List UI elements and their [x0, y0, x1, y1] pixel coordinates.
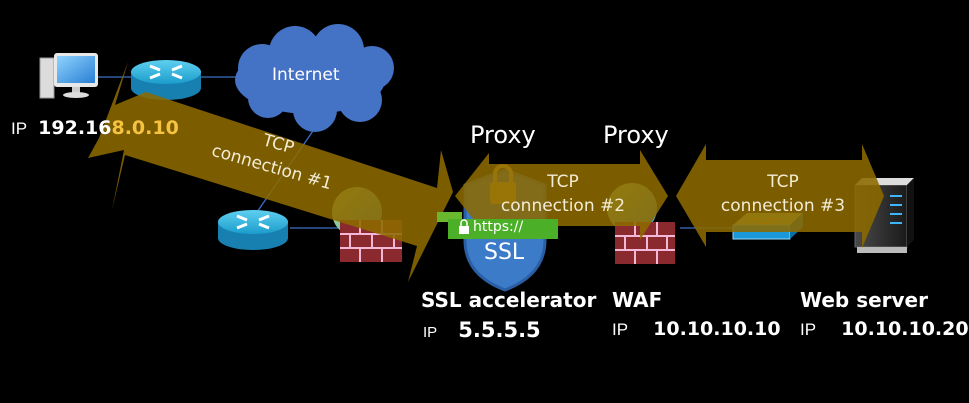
ip-prefix: IP — [800, 320, 817, 339]
https-label: https:// — [473, 219, 524, 235]
tcp-label-line2: connection #2 — [500, 196, 626, 216]
client-ip-part2: 8.0.10 — [111, 117, 179, 139]
web-server-title: Web server — [800, 288, 928, 312]
tcp-arrow-1 — [88, 62, 453, 282]
ssl-accelerator-title: SSL accelerator — [421, 288, 597, 312]
waf-title: WAF — [612, 288, 663, 312]
waf-ip: IP 10.10.10.10 — [612, 318, 781, 340]
tcp-connection-2-label: TCP connection #2 — [488, 170, 638, 218]
proxy-label-waf: Proxy — [603, 121, 669, 149]
cloud-icon — [235, 24, 394, 132]
router-icon — [218, 210, 288, 250]
ip-value: 10.10.10.20 — [841, 318, 969, 340]
desktop-computer-icon — [39, 53, 98, 99]
proxy-label-ssl: Proxy — [470, 121, 536, 149]
tcp-label-line1: TCP — [547, 172, 579, 192]
ip-value: 10.10.10.10 — [653, 318, 781, 340]
https-bar — [437, 212, 558, 239]
tcp-arrows — [88, 62, 884, 282]
internet-label: Internet — [272, 65, 340, 85]
tcp-label-line2: connection #3 — [720, 196, 846, 216]
web-server-ip: IP 10.10.10.20 — [800, 318, 969, 340]
ip-prefix: IP — [11, 119, 28, 138]
ip-prefix: IP — [612, 320, 629, 339]
tcp-connection-3-label: TCP connection #3 — [708, 170, 858, 218]
tcp-arrow-2 — [455, 150, 668, 240]
ssl-shield-label: SSL — [484, 240, 525, 265]
ip-value: 5.5.5.5 — [458, 318, 541, 342]
client-ip-part1: 192.16 — [38, 117, 112, 139]
ip-prefix: IP — [423, 324, 438, 341]
tcp-arrow-3 — [676, 144, 884, 248]
ssl-accelerator-ip: IP 5.5.5.5 — [423, 318, 541, 342]
client-ip-label: IP 192.168.0.10 — [11, 117, 179, 139]
tcp-label-line1: TCP — [767, 172, 799, 192]
